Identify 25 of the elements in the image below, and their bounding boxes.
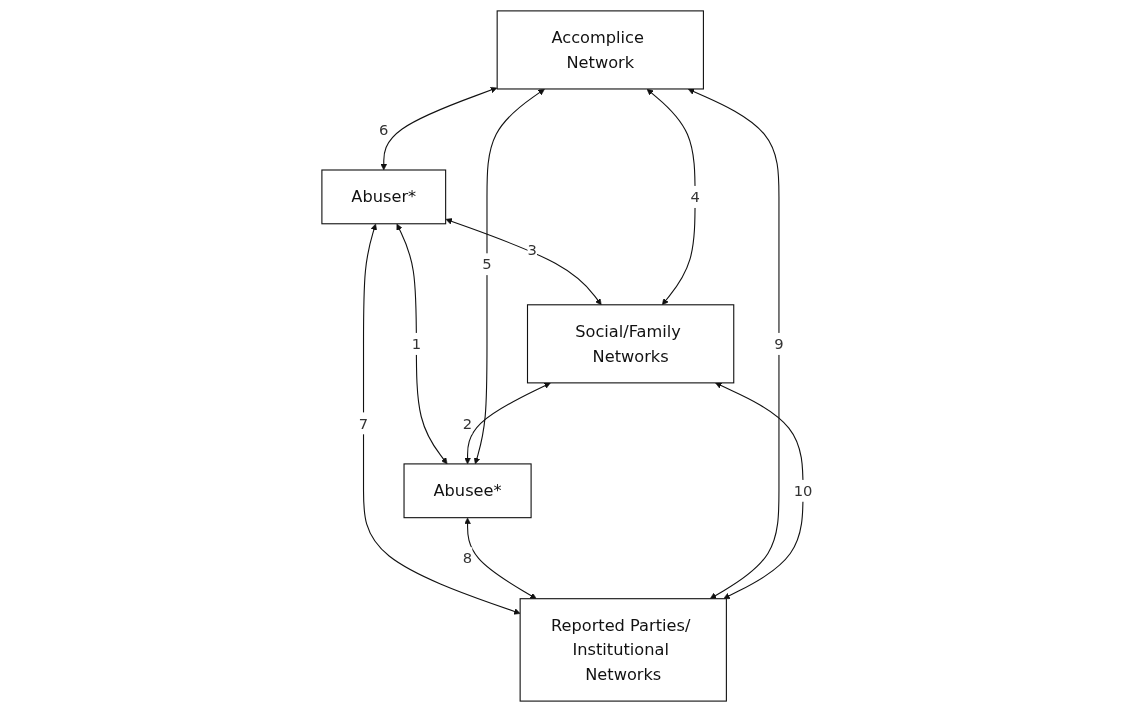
edge-label: 9 (774, 335, 784, 353)
node-box: Abuser* (321, 169, 447, 225)
node-box: Social/Family Networks (527, 304, 735, 384)
arrow (474, 88, 546, 465)
arrow (464, 382, 551, 465)
edge-label: 4 (690, 188, 701, 206)
arrow (396, 223, 448, 465)
arrow (688, 88, 780, 599)
arrow (380, 86, 498, 171)
edge-label: 1 (412, 335, 422, 353)
edge-label: 10 (794, 481, 813, 500)
edge-label: 5 (482, 255, 492, 274)
node-box: Abusee* (403, 463, 532, 519)
edge-label: 6 (379, 120, 389, 139)
arrow (647, 88, 696, 306)
edge-label: 3 (527, 241, 538, 260)
arrow (445, 218, 602, 306)
edge-label: 2 (463, 414, 473, 433)
arrow (363, 223, 521, 615)
edge-label: 7 (359, 414, 369, 433)
edge-label: 8 (463, 549, 473, 568)
arrow (715, 382, 804, 599)
node-box: Reported Parties/ Institutional Networks (519, 598, 728, 702)
arrow (464, 517, 537, 599)
node-box: Accomplice Network (496, 10, 705, 90)
